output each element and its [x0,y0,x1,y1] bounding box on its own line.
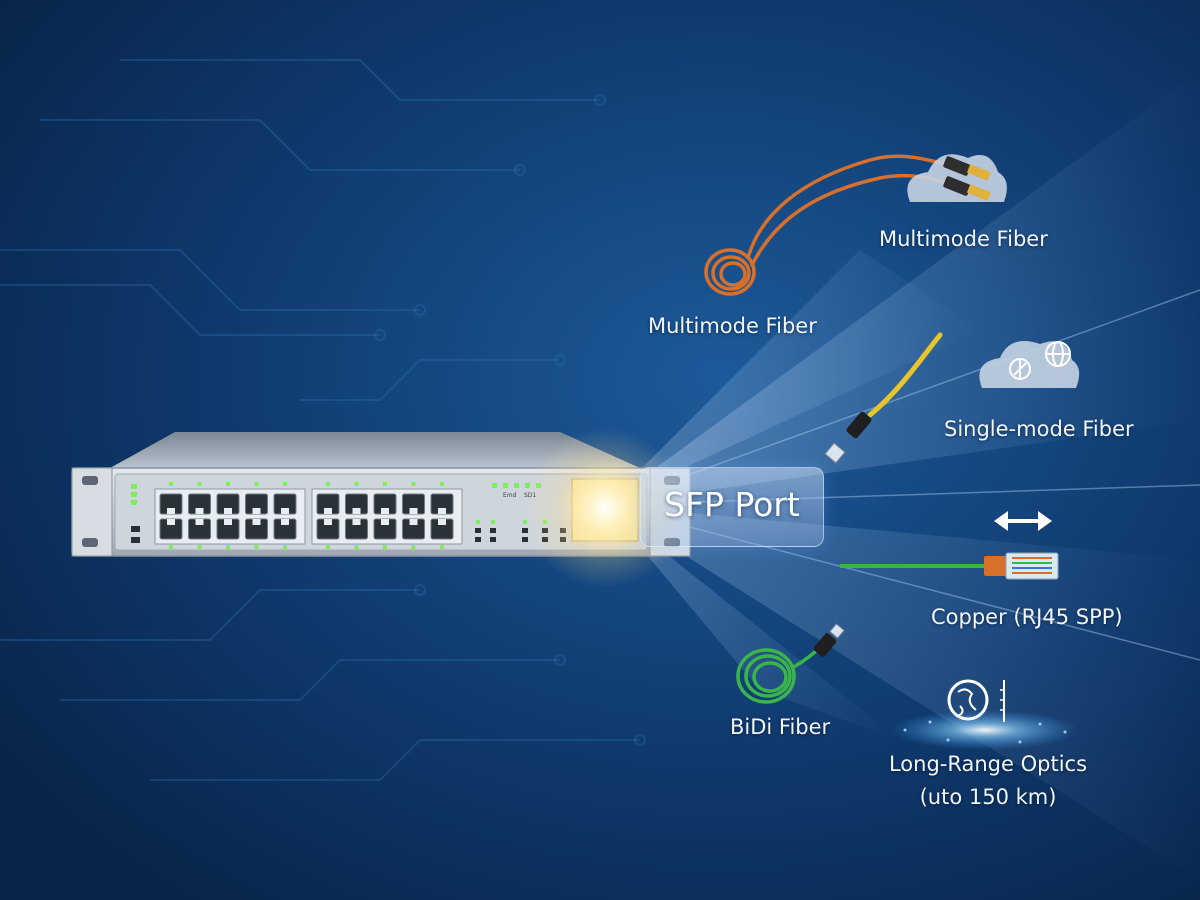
single-mode-cable-icon [824,332,943,464]
ethernet-port-notch [195,508,204,514]
ethernet-port-notch [252,519,261,525]
network-switch: Emd SD1 [71,428,691,588]
ethernet-port-notch [281,519,289,525]
ethernet-port-notch [224,508,232,514]
port-led [197,545,202,549]
world-glow-icon [890,679,1080,750]
port-led [440,482,444,486]
ethernet-port-notch [409,508,418,514]
ethernet-port-notch [281,508,289,514]
rj45-connector-icon [1005,552,1059,580]
port-led [354,482,359,486]
port-led [383,545,387,549]
port-leds [169,482,444,549]
copper-cable-icon [840,556,1006,576]
ethernet-port-notch [195,519,204,525]
port-led [283,482,287,486]
ethernet-ports [159,493,454,540]
compass-icon [1009,358,1031,380]
label-multimode-fiber-cable: Multimode Fiber [648,314,817,338]
globe-icon [1045,341,1071,367]
label-copper: Copper (RJ45 SPP) [931,605,1123,629]
circuit-traces [0,59,646,781]
label-long-range-distance: (uto 150 km) [919,785,1057,809]
port-led [383,482,387,486]
panel-label-emd: Emd [503,492,517,499]
ethernet-port-notch [324,508,332,514]
port-led [440,545,444,549]
port-led [354,545,359,549]
port-led [226,482,230,486]
port-led [411,545,416,549]
ethernet-port-notch [167,508,175,514]
ethernet-port-notch [381,519,389,525]
port-led [169,482,173,486]
ethernet-port-notch [252,508,261,514]
sfp-port-badge: SFP Port [640,467,824,547]
ethernet-port-notch [167,519,175,525]
fiber-connector-icon [813,623,845,657]
port-led [197,482,202,486]
port-led [254,482,259,486]
fiber-connector-icon [943,156,991,201]
port-led [411,482,416,486]
ethernet-port-notch [224,519,232,525]
ethernet-port-notch [438,508,446,514]
port-led [254,545,259,549]
ethernet-port-notch [352,519,361,525]
port-led [226,545,230,549]
light-beams [604,70,1200,880]
sfp-port-label: SFP Port [664,485,800,524]
ethernet-port-notch [438,519,446,525]
port-led [169,545,173,549]
port-led [326,545,330,549]
port-led [283,545,287,549]
port-led [326,482,330,486]
label-long-range-title: Long-Range Optics [888,752,1088,776]
fiber-cable-coil-icon [704,154,960,296]
label-multimode-fiber-cloud: Multimode Fiber [879,227,1048,251]
double-arrow-icon [994,511,1052,531]
ethernet-port-notch [409,519,418,525]
ethernet-port-notch [324,519,332,525]
label-bidi-fiber: BiDi Fiber [730,715,831,739]
ethernet-port-notch [352,508,361,514]
label-single-mode-fiber: Single-mode Fiber [944,417,1134,441]
ethernet-port-notch [381,508,389,514]
